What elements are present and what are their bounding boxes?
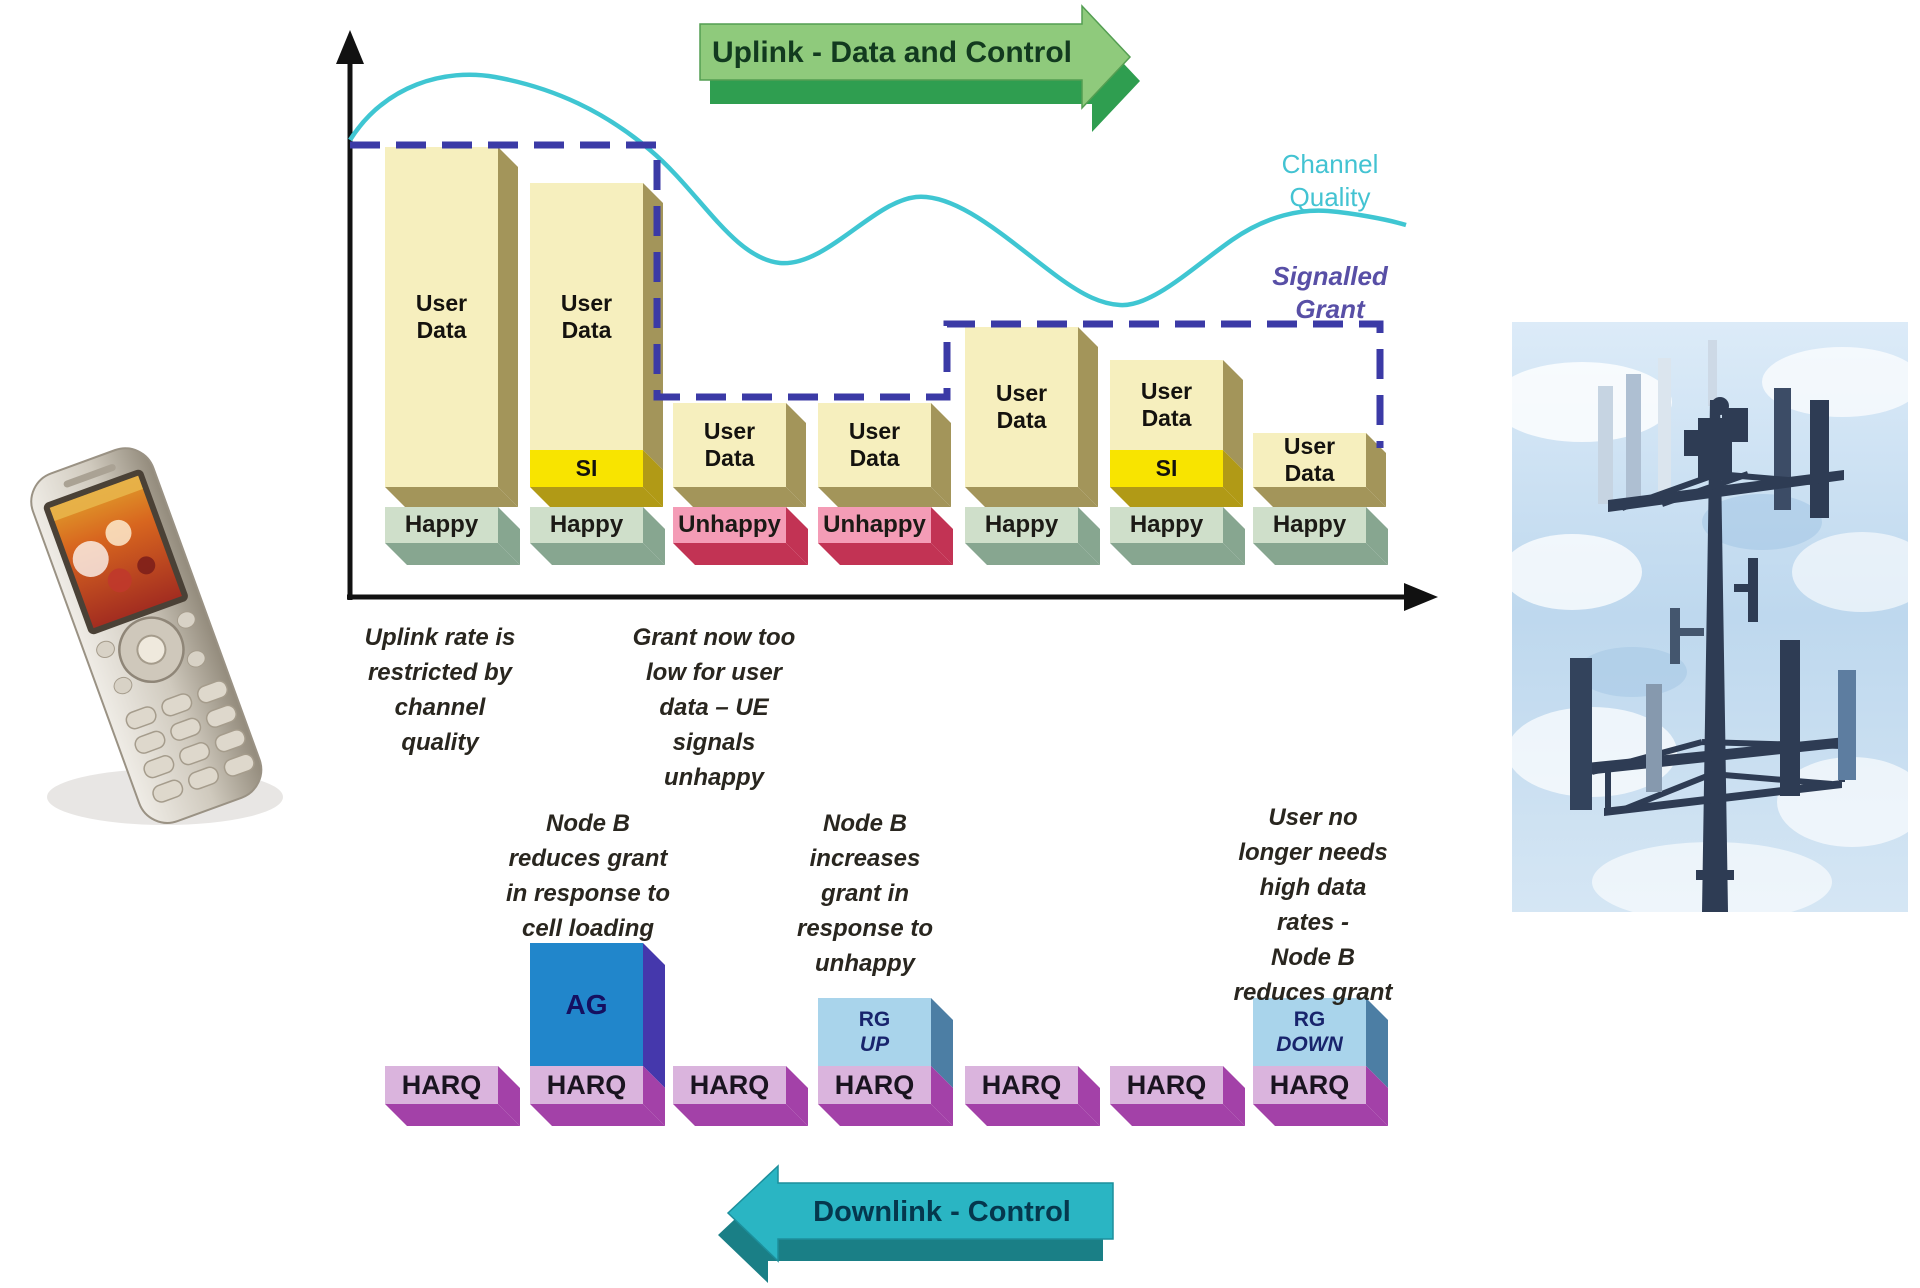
si-label: SI: [575, 455, 598, 481]
absolute-grant-block: AG: [530, 943, 643, 1066]
channel-quality-label: Channel Quality: [1281, 149, 1379, 212]
user-data-label: User Data: [703, 418, 756, 471]
user-data-label: User Data: [415, 290, 468, 343]
harq-label: HARQ: [689, 1069, 770, 1100]
cell-tower-photo: [1512, 322, 1908, 912]
mood-block-4: Unhappy: [818, 507, 931, 543]
mood-label: Happy: [404, 511, 479, 538]
user-data-label: User Data: [1283, 433, 1336, 486]
user-data-bar-1: User Data: [385, 147, 498, 487]
harq-block-5: HARQ: [965, 1066, 1078, 1104]
mood-label: Unhappy: [678, 511, 781, 538]
y-axis-arrowhead: [336, 30, 364, 64]
mobile-phone-photo: [30, 447, 283, 825]
mood-block-2: Happy: [530, 507, 643, 543]
annotation-uplink-restricted: Uplink rate is restricted by channel qua…: [364, 624, 516, 756]
tower-silhouette: [1570, 340, 1856, 912]
user-data-bar-7: User Data: [1253, 433, 1366, 487]
annotation-node-b-increases: Node B increases grant in response to un…: [796, 810, 934, 977]
harq-label: HARQ: [1269, 1069, 1350, 1100]
user-data-bar-2: User Data: [530, 183, 643, 450]
phone-screen: [49, 475, 182, 629]
mood-block-7: Happy: [1253, 507, 1366, 543]
phone-keypad: [125, 680, 255, 803]
harq-block-1: HARQ: [385, 1066, 498, 1104]
harq-block-3: HARQ: [673, 1066, 786, 1104]
user-data-label: User Data: [995, 380, 1048, 433]
harq-block-4: HARQ: [818, 1066, 931, 1104]
harq-label: HARQ: [981, 1069, 1062, 1100]
mood-label: Happy: [1129, 511, 1204, 538]
mood-label: Happy: [1272, 511, 1347, 538]
user-data-bar-3: User Data: [673, 403, 786, 487]
annotation-grant-too-low: Grant now too low for user data – UE sig…: [632, 624, 796, 791]
mood-label: Unhappy: [823, 511, 926, 538]
mood-block-5: Happy: [965, 507, 1078, 543]
harq-label: HARQ: [834, 1069, 915, 1100]
si-segment-bar-2: SI: [530, 450, 643, 487]
x-axis-arrowhead: [1404, 583, 1438, 611]
user-data-bar-4: User Data: [818, 403, 931, 487]
harq-block-6: HARQ: [1110, 1066, 1223, 1104]
harq-label: HARQ: [546, 1069, 627, 1100]
downlink-arrow-label: Downlink - Control: [813, 1196, 1071, 1228]
mood-label: Happy: [984, 511, 1059, 538]
harq-block-7: HARQ: [1253, 1066, 1366, 1104]
si-segment-bar-6: SI: [1110, 450, 1223, 487]
annotation-user-no-longer: User no longer needs high data rates - N…: [1233, 804, 1393, 1006]
user-data-bar-5: User Data: [965, 327, 1078, 487]
ag-label: AG: [565, 988, 608, 1020]
user-data-label: User Data: [848, 418, 901, 471]
mood-block-3: Unhappy: [673, 507, 786, 543]
user-data-label: User Data: [1140, 378, 1193, 431]
annotation-node-b-reduces: Node B reduces grant in response to cell…: [505, 810, 671, 942]
harq-block-2: HARQ: [530, 1066, 643, 1104]
signalled-grant-label: Signalled Grant: [1272, 261, 1388, 324]
mood-block-6: Happy: [1110, 507, 1223, 543]
uplink-arrow-label: Uplink - Data and Control: [712, 36, 1072, 69]
user-data-bar-6: User Data: [1110, 360, 1223, 450]
user-data-label: User Data: [560, 289, 613, 343]
harq-label: HARQ: [401, 1069, 482, 1100]
si-label: SI: [1155, 455, 1178, 481]
phone-earpiece: [63, 464, 116, 488]
harq-label: HARQ: [1126, 1069, 1207, 1100]
mood-label: Happy: [549, 511, 624, 538]
mood-block-1: Happy: [385, 507, 498, 543]
